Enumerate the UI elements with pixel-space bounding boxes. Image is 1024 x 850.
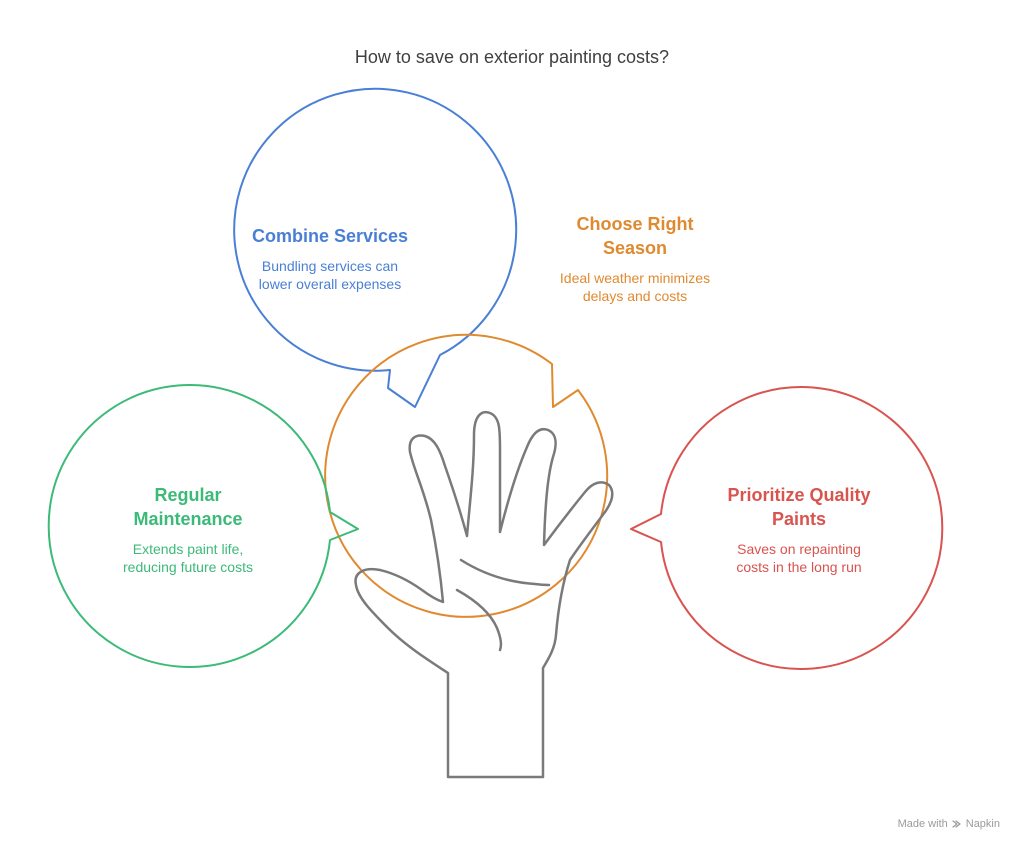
prioritize-quality-paints-heading: Prioritize Quality Paints <box>689 483 909 531</box>
prioritize-quality-paints-heading-line1: Prioritize Quality <box>727 485 871 505</box>
combine-services-desc-line2: lower overall expenses <box>258 276 402 292</box>
footer-prefix: Made with <box>897 818 948 830</box>
regular-maintenance-heading-line2: Maintenance <box>133 509 243 529</box>
choose-right-season-desc-line1: Ideal weather minimizes <box>559 270 711 286</box>
regular-maintenance-description: Extends paint life, reducing future cost… <box>78 540 298 576</box>
made-with-napkin-footer: Made with Napkin <box>898 818 1000 830</box>
footer-brand: Napkin <box>965 818 1000 830</box>
bubble-combine-services <box>233 87 518 408</box>
hand-icon <box>354 411 614 779</box>
choose-right-season-desc-line2: delays and costs <box>582 288 688 304</box>
choose-right-season-heading-line1: Choose Right <box>576 214 694 234</box>
bubble-prioritize-quality-paints <box>630 386 944 670</box>
prioritize-quality-paints-desc-line1: Saves on repainting <box>737 541 861 557</box>
prioritize-quality-paints-heading-line2: Paints <box>771 509 827 529</box>
napkin-logo-icon <box>952 820 961 828</box>
combine-services-description: Bundling services can lower overall expe… <box>220 257 440 293</box>
prioritize-quality-paints-content: Prioritize Quality Paints Saves on repai… <box>689 483 909 576</box>
prioritize-quality-paints-desc-line2: costs in the long run <box>736 559 862 575</box>
regular-maintenance-content: Regular Maintenance Extends paint life, … <box>78 483 298 576</box>
regular-maintenance-heading: Regular Maintenance <box>78 483 298 531</box>
page-title: How to save on exterior painting costs? <box>354 47 670 67</box>
choose-right-season-description: Ideal weather minimizes delays and costs <box>525 269 745 305</box>
bubble-regular-maintenance <box>47 384 359 668</box>
combine-services-desc-line1: Bundling services can <box>261 258 399 274</box>
regular-maintenance-desc-line1: Extends paint life, <box>132 541 244 557</box>
combine-services-heading: Combine Services <box>251 226 409 246</box>
regular-maintenance-desc-line2: reducing future costs <box>123 559 253 575</box>
choose-right-season-heading-line2: Season <box>602 238 668 258</box>
combine-services-content: Combine Services Bundling services can l… <box>220 224 440 293</box>
choose-right-season-heading: Choose Right Season <box>525 212 745 260</box>
choose-right-season-content: Choose Right Season Ideal weather minimi… <box>525 212 745 305</box>
prioritize-quality-paints-description: Saves on repainting costs in the long ru… <box>689 540 909 576</box>
regular-maintenance-heading-line1: Regular <box>154 485 222 505</box>
